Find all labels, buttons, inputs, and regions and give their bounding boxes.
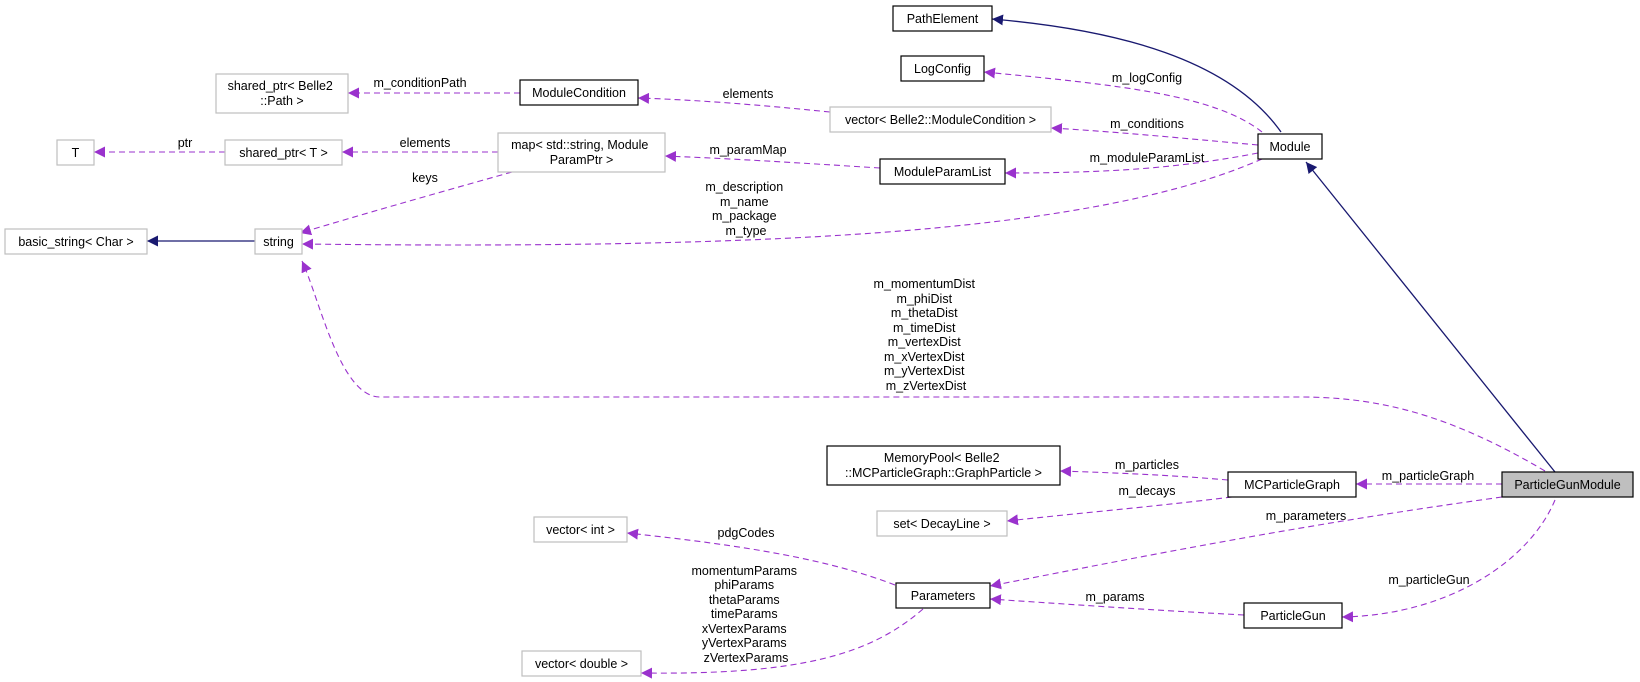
edge-moduleparamlist-map — [664, 150, 881, 169]
edge-labels: m_conditionPath elements m_logConfig ptr… — [178, 71, 1475, 665]
node-particlegunmodule-label: ParticleGunModule — [1514, 478, 1620, 492]
node-map-paramptr: map< std::string, Module ParamPtr > — [497, 132, 666, 173]
node-mcparticlegraph[interactable]: MCParticleGraph — [1227, 471, 1357, 498]
edge-module-string — [301, 158, 1263, 250]
edge-particlegunmodule-module — [1305, 161, 1556, 473]
label-m-particles: m_particles — [1115, 458, 1179, 472]
node-module[interactable]: Module — [1257, 133, 1323, 160]
edge-parameters-vectordouble — [640, 608, 924, 679]
node-map-paramptr-label: map< std::string, Module ParamPtr > — [511, 138, 652, 167]
node-pathelement-label: PathElement — [907, 12, 979, 26]
label-m-conditions: m_conditions — [1110, 117, 1184, 131]
label-m-moduleparamlist: m_moduleParamList — [1090, 151, 1205, 165]
edge-module-vectorcondition — [1050, 123, 1259, 146]
node-t-label: T — [72, 146, 80, 160]
label-m-decays: m_decays — [1119, 484, 1176, 498]
node-vector-double-label: vector< double > — [535, 657, 628, 671]
label-double-params: momentumParams phiParams thetaParams tim… — [691, 564, 800, 665]
label-m-timedist: m_timeDist — [893, 321, 956, 335]
edge-particlegunmodule-string — [301, 260, 1546, 472]
node-memorypool: MemoryPool< Belle2 ::MCParticleGraph::Gr… — [826, 445, 1061, 486]
edge-particlegun-parameters — [989, 594, 1245, 616]
edge-mcparticlegraph-setdecayline — [1006, 496, 1233, 526]
node-modulecondition[interactable]: ModuleCondition — [519, 79, 639, 106]
node-basicstring-label: basic_string< Char > — [18, 235, 133, 249]
label-dist-strings: m_momentumDist m_phiDist m_thetaDist m_t… — [874, 277, 979, 393]
node-vector-modulecondition-label: vector< Belle2::ModuleCondition > — [845, 113, 1036, 127]
label-m-conditionpath: m_conditionPath — [373, 76, 466, 90]
node-vector-modulecondition: vector< Belle2::ModuleCondition > — [829, 106, 1052, 133]
label-m-description: m_description — [705, 180, 783, 194]
edge-map-string — [299, 171, 513, 236]
node-logconfig-label: LogConfig — [914, 62, 971, 76]
node-sharedptr-path: shared_ptr< Belle2 ::Path > — [215, 73, 349, 114]
edge-module-pathelement — [991, 14, 1282, 133]
label-m-phidist: m_phiDist — [896, 292, 952, 306]
label-m-vertexdist: m_vertexDist — [888, 335, 961, 349]
label-m-thetadist: m_thetaDist — [891, 306, 958, 320]
node-sharedptr-t-label: shared_ptr< T > — [239, 146, 328, 160]
label-module-strings: m_description m_name m_package m_type — [705, 180, 786, 238]
node-moduleparamlist[interactable]: ModuleParamList — [879, 158, 1006, 185]
label-m-zvertexdist: m_zVertexDist — [886, 379, 967, 393]
node-sharedptr-t: shared_ptr< T > — [224, 139, 343, 166]
node-string: string — [254, 228, 303, 255]
edges — [94, 14, 1556, 679]
label-timeparams: timeParams — [711, 607, 778, 621]
edge-module-logconfig — [983, 67, 1263, 133]
edge-vectorcondition-modulecondition — [637, 92, 831, 113]
node-parameters-label: Parameters — [911, 589, 976, 603]
label-elements-condition: elements — [723, 87, 774, 101]
label-m-yvertexdist: m_yVertexDist — [884, 364, 965, 378]
node-basicstring: basic_string< Char > — [4, 228, 148, 255]
node-moduleparamlist-label: ModuleParamList — [894, 165, 992, 179]
edge-particlegunmodule-parameters — [989, 496, 1503, 590]
node-particlegun-label: ParticleGun — [1260, 609, 1325, 623]
node-module-label: Module — [1270, 140, 1311, 154]
edge-mcparticlegraph-memorypool — [1059, 465, 1229, 481]
label-m-xvertexdist: m_xVertexDist — [884, 350, 965, 364]
node-pathelement[interactable]: PathElement — [892, 5, 993, 32]
label-m-parameters: m_parameters — [1266, 509, 1347, 523]
label-m-parammap: m_paramMap — [709, 143, 786, 157]
nodes: PathElement LogConfig shared_ptr< Belle2… — [4, 5, 1634, 677]
label-zvertexparams: zVertexParams — [704, 651, 789, 665]
node-memorypool-label: MemoryPool< Belle2 ::MCParticleGraph::Gr… — [845, 451, 1042, 480]
label-ptr: ptr — [178, 136, 193, 150]
label-m-particlegun: m_particleGun — [1388, 573, 1469, 587]
node-mcparticlegraph-label: MCParticleGraph — [1244, 478, 1340, 492]
node-set-decayline-label: set< DecayLine > — [893, 517, 990, 531]
node-sharedptr-path-label: shared_ptr< Belle2 ::Path > — [228, 79, 337, 108]
node-parameters[interactable]: Parameters — [895, 582, 991, 609]
label-thetaparams: thetaParams — [709, 593, 780, 607]
label-elements-shared: elements — [400, 136, 451, 150]
node-vector-int-label: vector< int > — [546, 523, 615, 537]
label-m-type: m_type — [726, 224, 767, 238]
label-yvertexparams: yVertexParams — [702, 636, 787, 650]
label-m-momentumdist: m_momentumDist — [874, 277, 976, 291]
node-vector-double: vector< double > — [521, 650, 642, 677]
label-m-name: m_name — [720, 195, 769, 209]
edge-particlegunmodule-particlegun — [1341, 499, 1556, 623]
node-vector-int: vector< int > — [533, 516, 628, 543]
label-phiparams: phiParams — [714, 578, 774, 592]
node-set-decayline: set< DecayLine > — [876, 510, 1008, 537]
label-momentumparams: momentumParams — [691, 564, 797, 578]
label-m-params: m_params — [1085, 590, 1144, 604]
node-particlegun[interactable]: ParticleGun — [1243, 602, 1343, 629]
node-string-label: string — [263, 235, 294, 249]
label-pdgcodes: pdgCodes — [718, 526, 775, 540]
node-modulecondition-label: ModuleCondition — [532, 86, 626, 100]
node-logconfig[interactable]: LogConfig — [900, 55, 985, 82]
node-t: T — [56, 139, 95, 166]
node-particlegunmodule[interactable]: ParticleGunModule — [1501, 471, 1634, 498]
label-keys: keys — [412, 171, 438, 185]
label-m-package: m_package — [712, 209, 777, 223]
label-xvertexparams: xVertexParams — [702, 622, 787, 636]
label-m-logconfig: m_logConfig — [1112, 71, 1182, 85]
label-m-particlegraph: m_particleGraph — [1382, 469, 1474, 483]
